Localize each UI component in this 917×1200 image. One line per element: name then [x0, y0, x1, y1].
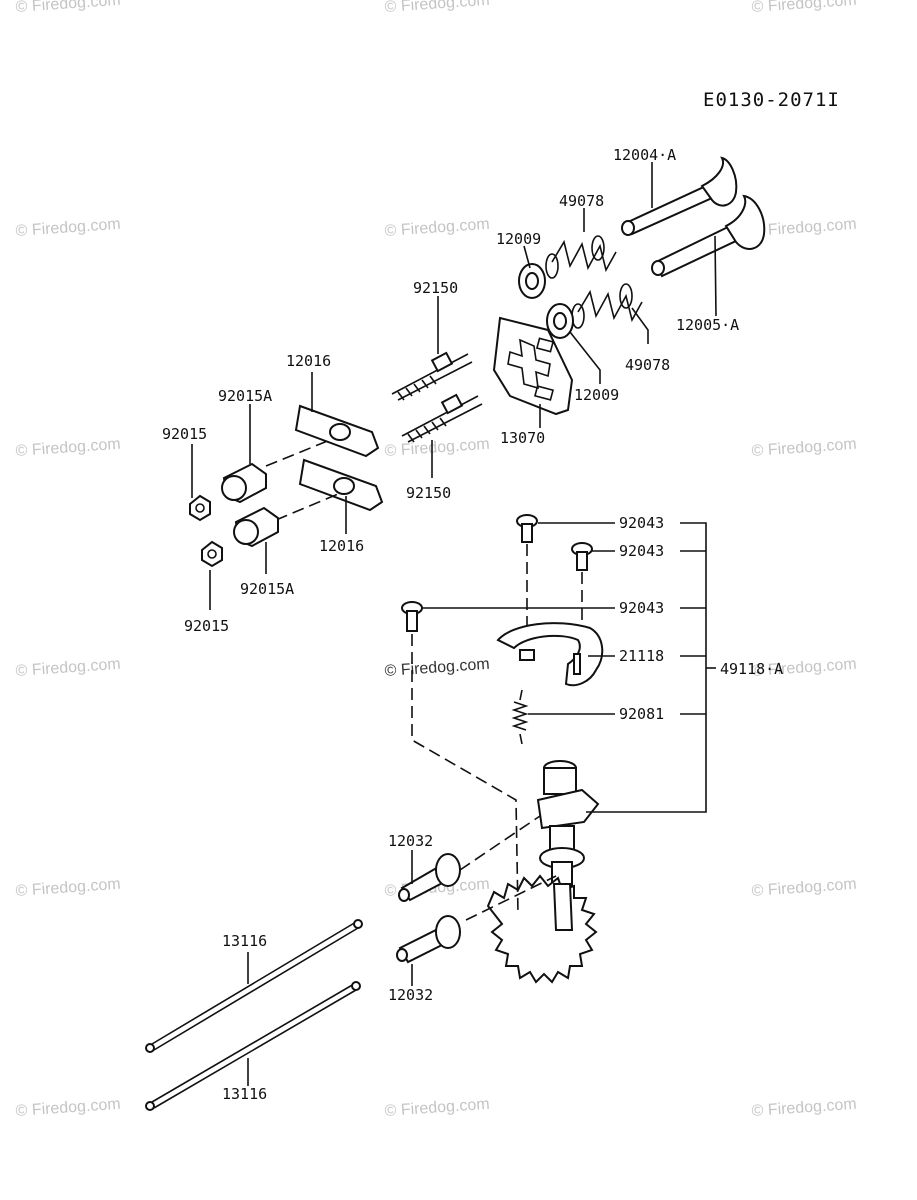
part-label: 92015A — [240, 580, 294, 598]
watermark: © Firedog.com — [751, 1096, 857, 1120]
part-label: 49118·A — [720, 660, 783, 678]
watermark: © Firedog.com — [751, 436, 857, 460]
spring-retainer-lower — [546, 303, 574, 339]
watermark: © Firedog.com — [384, 1096, 490, 1120]
watermark: © Firedog.com — [15, 1096, 121, 1120]
part-label: 12016 — [286, 352, 331, 370]
stud-lower — [401, 393, 483, 443]
rocker-pivot-upper — [221, 462, 267, 504]
nut-lower — [201, 540, 223, 568]
part-label: 12004·A — [613, 146, 676, 164]
watermark: © Firedog.com — [15, 216, 121, 240]
cam-gear — [486, 874, 598, 984]
part-label: 12032 — [388, 986, 433, 1004]
part-label: 49078 — [559, 192, 604, 210]
rocker-arm-lower — [298, 458, 384, 512]
decompression-weight — [496, 622, 604, 687]
push-rod-lower — [145, 981, 361, 1111]
part-label: 13116 — [222, 1085, 267, 1103]
pin-3 — [401, 601, 423, 632]
valve-spring-upper — [545, 235, 617, 279]
watermark: © Firedog.com — [384, 216, 490, 240]
part-label: 13116 — [222, 932, 267, 950]
decompression-spring — [511, 689, 529, 745]
watermark: © Firedog.com — [384, 0, 490, 16]
nut-upper — [189, 494, 211, 522]
part-label: 92015A — [218, 387, 272, 405]
part-label: 12016 — [319, 537, 364, 555]
part-label: 21118 — [619, 647, 664, 665]
part-label: 92015 — [184, 617, 229, 635]
tappet-lower — [396, 915, 461, 964]
valve-spring-lower — [571, 283, 643, 329]
assembly-line — [459, 815, 541, 871]
assembly-line — [265, 439, 331, 467]
part-label: 12005·A — [676, 316, 739, 334]
tappet-upper — [398, 853, 461, 902]
part-label: 92043 — [619, 599, 664, 617]
part-label: 92081 — [619, 705, 664, 723]
exhaust-valve — [651, 194, 766, 278]
part-label: 92015 — [162, 425, 207, 443]
watermark: © Firedog.com — [751, 876, 857, 900]
rocker-arm-upper — [294, 404, 380, 458]
part-label: 12009 — [496, 230, 541, 248]
watermark: © Firedog.com — [384, 656, 490, 680]
leader-lines — [191, 162, 717, 1086]
watermark: © Firedog.com — [15, 0, 121, 16]
part-label: 12009 — [574, 386, 619, 404]
part-label: 12032 — [388, 832, 433, 850]
push-rod-upper — [145, 919, 363, 1053]
watermark: © Firedog.com — [751, 0, 857, 16]
stud-upper — [391, 351, 473, 401]
assembly-line — [275, 493, 339, 521]
watermark: © Firedog.com — [751, 216, 857, 240]
watermark: © Firedog.com — [15, 436, 121, 460]
assembly-line — [465, 875, 557, 921]
pin-2 — [571, 542, 593, 571]
watermark: © Firedog.com — [15, 876, 121, 900]
camshaft — [536, 760, 600, 897]
diagram-code: E0130-2071I — [703, 89, 840, 111]
watermark: © Firedog.com — [15, 656, 121, 680]
pin-1 — [516, 514, 538, 543]
part-label: 49078 — [625, 356, 670, 374]
rocker-pivot-lower — [233, 506, 279, 548]
intake-valve — [621, 156, 738, 236]
part-label: 13070 — [500, 429, 545, 447]
part-label: 92150 — [406, 484, 451, 502]
watermark: © Firedog.com — [384, 436, 490, 460]
part-label: 92150 — [413, 279, 458, 297]
spring-retainer-upper — [518, 263, 546, 299]
part-label: 92043 — [619, 542, 664, 560]
cover-plate — [492, 316, 574, 416]
part-label: 92043 — [619, 514, 664, 532]
assembly-line — [411, 634, 519, 915]
